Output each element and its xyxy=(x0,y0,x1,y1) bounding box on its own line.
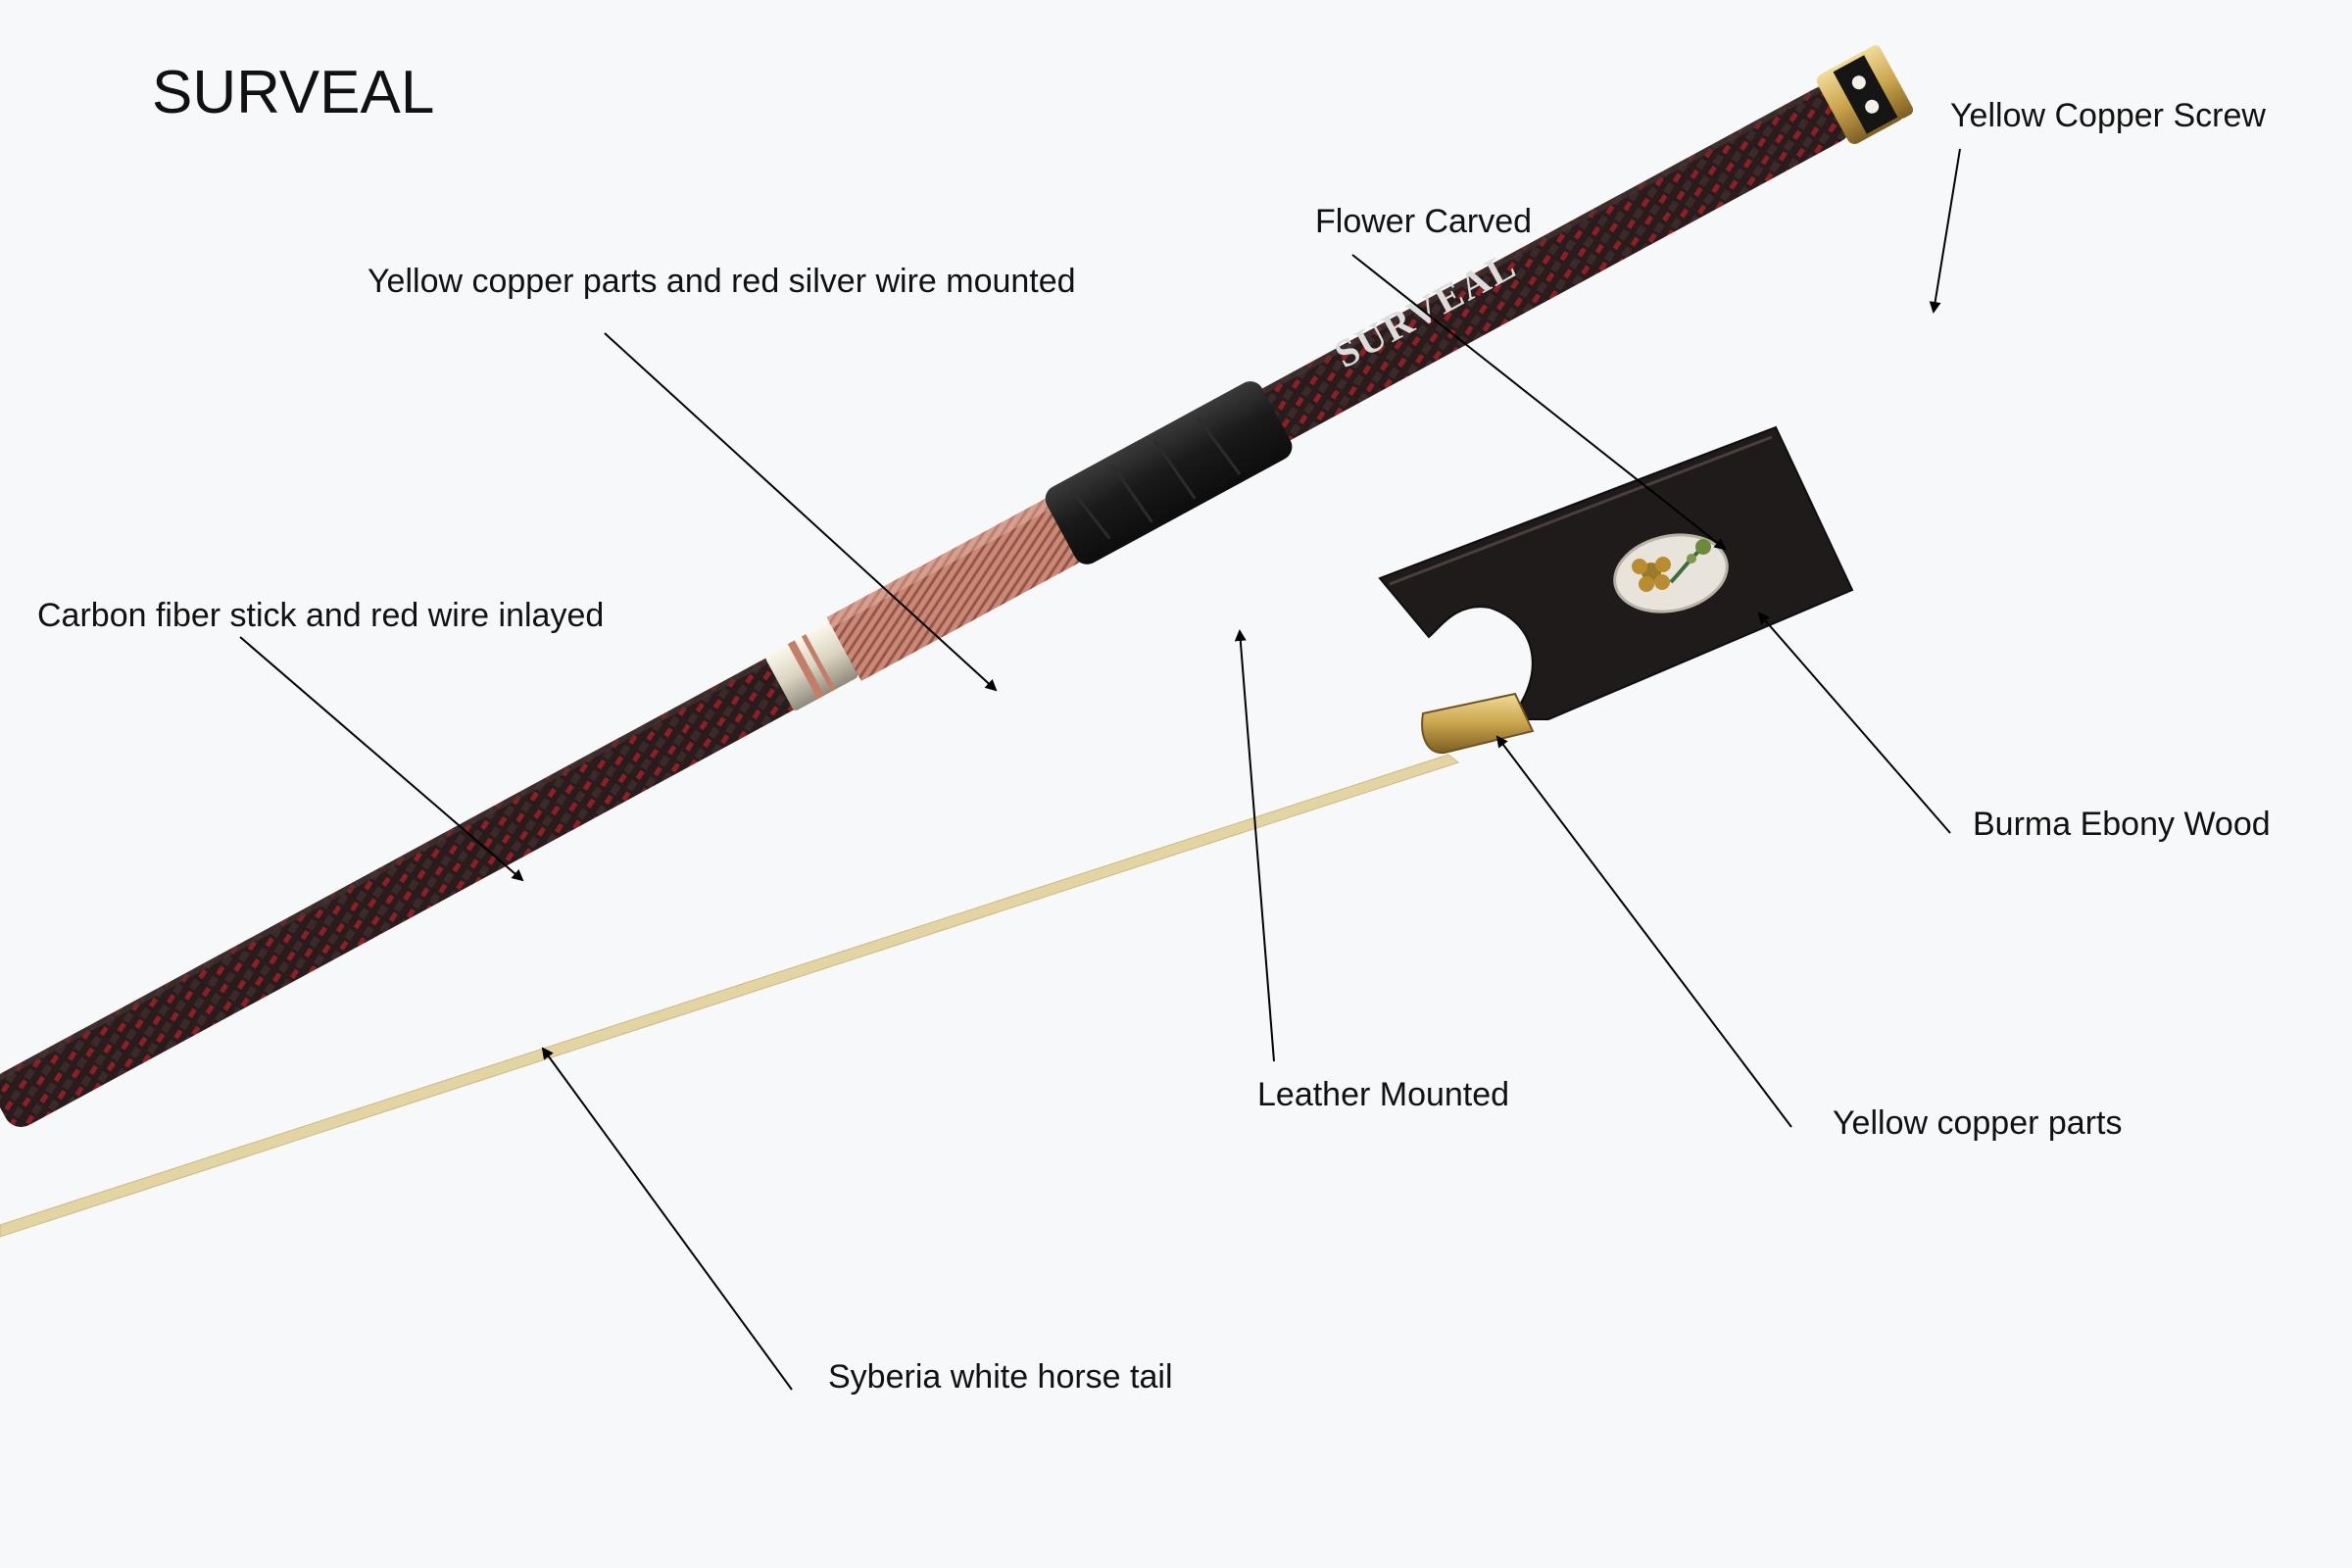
label-syberia-horse-tail: Syberia white horse tail xyxy=(828,1358,1173,1396)
flower-carving xyxy=(1632,539,1711,592)
ebony-leader-line xyxy=(1757,612,1951,834)
label-flower-carved: Flower Carved xyxy=(1315,203,1533,240)
carbon-leader-line xyxy=(239,636,524,882)
horse-hair xyxy=(0,754,1460,1238)
bow-stick-group: SURVEAL xyxy=(0,45,1914,1127)
hair-leader-line xyxy=(541,1047,793,1391)
label-carbon-fiber-stick: Carbon fiber stick and red wire inlayed xyxy=(37,597,605,634)
leather-leader-line xyxy=(1234,629,1275,1062)
label-yellow-copper-red-silver: Yellow copper parts and red silver wire … xyxy=(368,263,1076,300)
brand-title: SURVEAL xyxy=(152,59,435,126)
mother-of-pearl-eye xyxy=(1613,533,1729,613)
screw-leader-line xyxy=(1929,148,1961,314)
label-leather-mounted: Leather Mounted xyxy=(1257,1076,1510,1113)
red-silver-wire-wrapping xyxy=(826,498,1081,681)
yellow-copper-ferrule xyxy=(1421,692,1535,755)
label-yellow-copper-screw: Yellow Copper Screw xyxy=(1950,97,2266,134)
ferrule-leader-line xyxy=(1495,735,1792,1128)
label-burma-ebony-wood: Burma Ebony Wood xyxy=(1973,806,2271,843)
leather-grip xyxy=(1045,381,1293,564)
label-yellow-copper-parts: Yellow copper parts xyxy=(1833,1104,2123,1142)
wire-leader-line xyxy=(604,332,998,692)
flower-leader-line xyxy=(1351,254,1727,551)
